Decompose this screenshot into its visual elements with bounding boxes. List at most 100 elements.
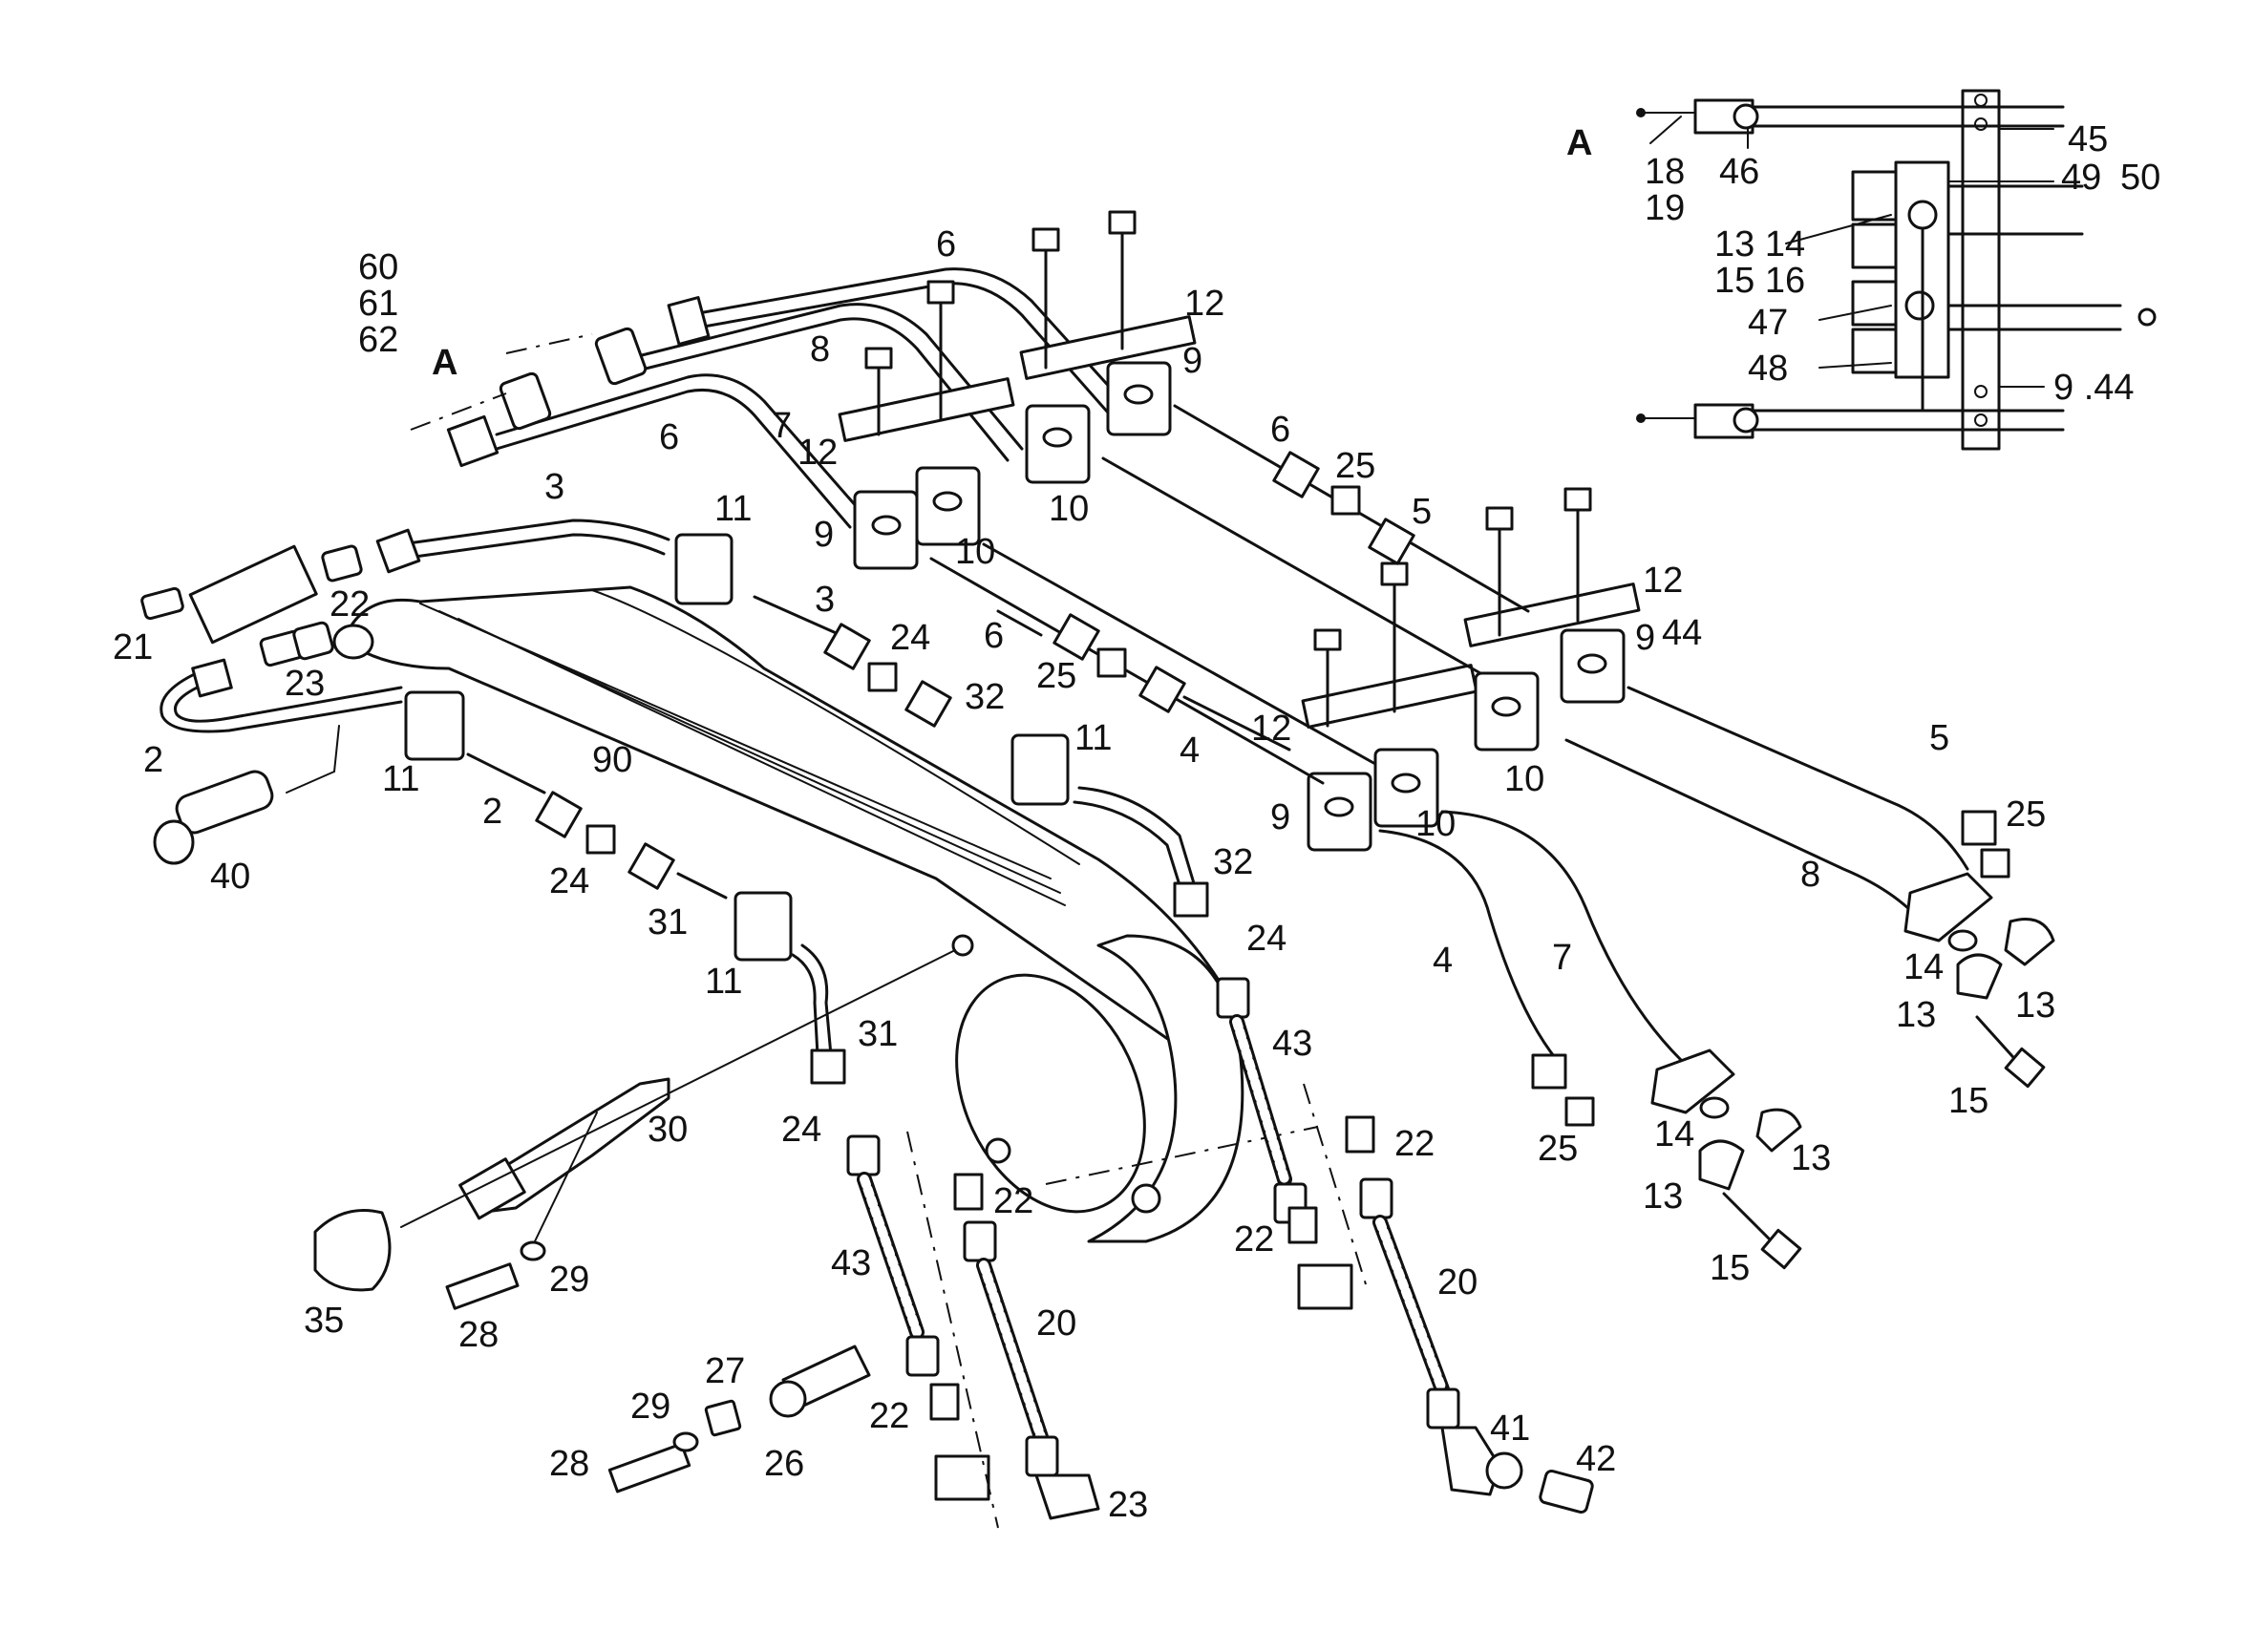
callout-32-mid: 32 <box>1213 842 1253 882</box>
clamp-11-c <box>1010 733 1070 806</box>
callout-27: 27 <box>705 1351 745 1391</box>
callout-10-right: 10 <box>1504 759 1544 799</box>
callout-31-top: 31 <box>648 902 688 942</box>
callout-6-left: 6 <box>659 417 679 457</box>
callout-22-bottom: 22 <box>869 1396 909 1436</box>
detail-callout-9-44: 9 .44 <box>2053 368 2135 408</box>
callout-9-left: 9 <box>814 515 834 555</box>
callout-42: 42 <box>1576 1439 1616 1479</box>
callout-15-low: 15 <box>1710 1248 1750 1288</box>
callout-12-left: 12 <box>797 433 838 473</box>
callout-12-right: 12 <box>1643 561 1683 601</box>
callout-43-right: 43 <box>1272 1024 1312 1064</box>
clamp-plate-12-left <box>838 377 1015 442</box>
detail-callout-18: 18 <box>1645 152 1685 192</box>
callout-15-right: 15 <box>1948 1081 1988 1121</box>
callout-2-mid: 2 <box>482 792 502 832</box>
clamp-plate-12-top <box>1019 315 1197 380</box>
detail-callout-19: 19 <box>1645 188 1685 228</box>
callout-43-left: 43 <box>831 1243 871 1283</box>
callout-31-low: 31 <box>858 1014 898 1054</box>
knob-35 <box>313 1209 392 1292</box>
callout-62: 62 <box>358 320 398 360</box>
clamp-11-a <box>674 533 734 605</box>
callout-60: 60 <box>358 247 398 287</box>
callout-11-a: 11 <box>714 489 752 529</box>
callout-4-top: 4 <box>1180 731 1200 771</box>
left-bracket <box>140 544 363 667</box>
callout-6-right: 6 <box>1270 410 1290 450</box>
callout-25-top: 25 <box>1335 446 1375 486</box>
callout-32-top: 32 <box>965 677 1005 717</box>
callout-3-top: 3 <box>544 467 564 507</box>
tee-fitting-23 <box>1034 1473 1100 1520</box>
callout-24-low: 24 <box>781 1110 821 1150</box>
clamp-plate-12-right-low <box>1301 664 1478 729</box>
callout-11-b: 11 <box>382 759 419 799</box>
callout-7-right: 7 <box>1552 938 1572 978</box>
callout-23-bottom: 23 <box>1108 1485 1148 1525</box>
pipe-6-nut <box>667 296 711 346</box>
short-hoses <box>791 786 1209 1085</box>
detail-callout-15-16: 15 16 <box>1714 261 1805 301</box>
elbow-fittings <box>1440 1426 1594 1514</box>
callout-8-top: 8 <box>810 329 830 370</box>
callout-23-left: 23 <box>285 664 325 704</box>
callout-11-d: 11 <box>705 962 742 1002</box>
callout-7-top: 7 <box>772 406 792 446</box>
callout-22-left: 22 <box>330 584 370 625</box>
callout-13-c: 13 <box>1791 1138 1831 1178</box>
flange-group-lower <box>1650 1048 1802 1270</box>
callout-5-top: 5 <box>1412 492 1432 532</box>
callout-11-c: 11 <box>1074 718 1112 758</box>
callout-24-right: 24 <box>1246 919 1286 959</box>
clamp-11-b <box>404 690 465 761</box>
detail-callout-45: 45 <box>2068 119 2108 159</box>
callout-90: 90 <box>592 740 632 780</box>
cube-block-a <box>934 1454 990 1501</box>
callout-20-left: 20 <box>1036 1303 1076 1344</box>
callout-30: 30 <box>648 1110 688 1150</box>
flange-group-upper <box>1903 872 2055 1089</box>
fitting-small <box>951 934 974 957</box>
callout-6-mid: 6 <box>984 616 1004 656</box>
callout-41: 41 <box>1490 1408 1530 1449</box>
callout-9-top: 9 <box>1182 341 1202 381</box>
callout-25-low: 25 <box>1538 1129 1578 1169</box>
callout-13-d: 13 <box>1643 1176 1683 1217</box>
braided-hoses <box>846 977 1460 1477</box>
callout-22-mid: 22 <box>993 1181 1033 1221</box>
callout-12-low: 12 <box>1251 709 1291 749</box>
cube-blocks <box>906 1083 1375 1529</box>
callout-10-left: 10 <box>955 532 995 572</box>
view-marker-a: A <box>432 343 457 383</box>
callout-25-mid: 25 <box>1036 656 1076 696</box>
callout-8-right: 8 <box>1800 855 1820 895</box>
detail-marker-a: A <box>1566 123 1592 163</box>
callout-28-lower: 28 <box>549 1444 589 1484</box>
callout-24-left: 24 <box>549 861 589 901</box>
callout-13-b: 13 <box>1896 995 1936 1035</box>
filter-40 <box>153 725 340 865</box>
clamp-block-right-low <box>1301 561 1478 852</box>
callout-13-a: 13 <box>2015 985 2055 1026</box>
callout-24-top: 24 <box>890 618 930 658</box>
callout-44: 44 <box>1662 613 1702 653</box>
detail-mounting-plate <box>1961 89 2001 451</box>
callout-22-low: 22 <box>1234 1219 1274 1260</box>
callout-2-left: 2 <box>143 740 163 780</box>
callout-20-right: 20 <box>1437 1262 1478 1303</box>
callout-29-lower: 29 <box>630 1387 670 1427</box>
clamp-plate-12-right-high <box>1463 582 1641 647</box>
clamp-block-left <box>838 280 1015 570</box>
callout-4-low: 4 <box>1433 941 1453 981</box>
callout-10-low: 10 <box>1415 804 1456 844</box>
callout-21: 21 <box>113 627 153 667</box>
clamp-block-top <box>1019 210 1197 484</box>
clamp-11-d <box>734 891 793 962</box>
clamps-11 <box>404 533 1070 962</box>
callout-61: 61 <box>358 284 398 324</box>
detail-view-a <box>1636 89 2157 451</box>
